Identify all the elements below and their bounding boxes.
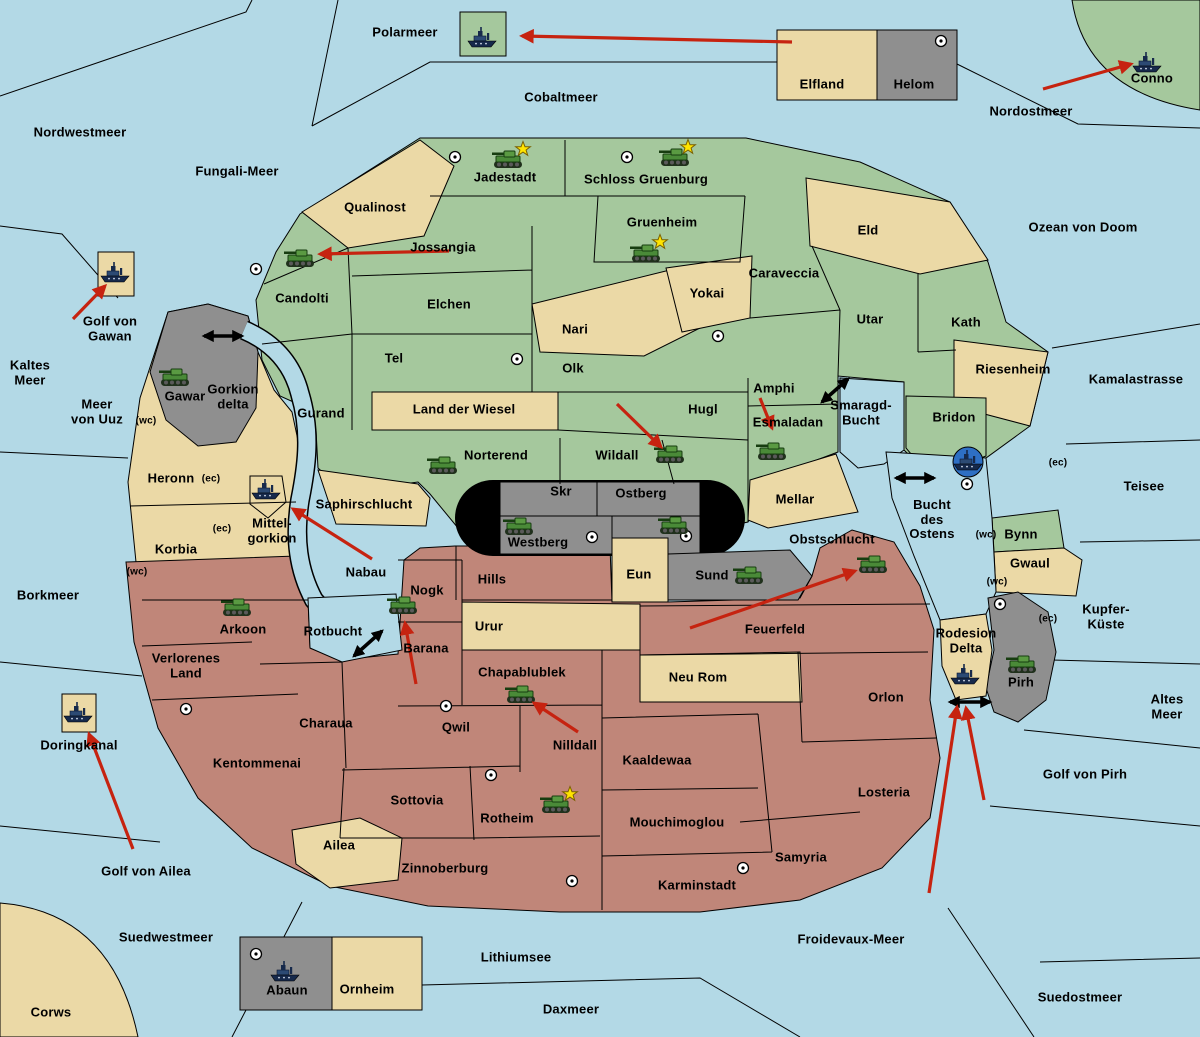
attack-arrow bbox=[317, 246, 450, 262]
smaragd-bucht-water bbox=[839, 377, 905, 469]
territory-marker-dot bbox=[484, 768, 498, 782]
territory-marker-dot bbox=[510, 352, 524, 366]
attack-arrow bbox=[1042, 60, 1134, 91]
region-south-red[interactable] bbox=[125, 529, 941, 913]
strait-link-arrow bbox=[352, 629, 384, 658]
territory-neu-rom[interactable] bbox=[639, 651, 803, 703]
attack-arrow bbox=[71, 283, 108, 321]
attack-arrow bbox=[531, 701, 579, 734]
attack-arrows-layer bbox=[71, 28, 1134, 894]
territory-corws[interactable] bbox=[0, 902, 139, 1037]
territory-yokai[interactable] bbox=[665, 255, 753, 333]
territory-rodesion-delta[interactable] bbox=[939, 613, 993, 701]
territory-marker-dot bbox=[993, 597, 1007, 611]
territory-land-der-wiesel[interactable] bbox=[371, 391, 559, 431]
territory-nari[interactable] bbox=[531, 267, 701, 357]
attack-arrow bbox=[689, 567, 858, 630]
polarmeer-harbor-patch[interactable] bbox=[459, 11, 507, 57]
territory-marker-dot bbox=[439, 699, 453, 713]
territory-marker-dot bbox=[585, 530, 599, 544]
territory-marker-dot bbox=[960, 477, 974, 491]
territory-marker-dot bbox=[249, 262, 263, 276]
attack-arrow bbox=[961, 705, 986, 801]
territory-marker-dot bbox=[711, 329, 725, 343]
territory-urur[interactable] bbox=[461, 601, 641, 651]
attack-arrow bbox=[399, 620, 418, 685]
territory-marker-dot bbox=[448, 150, 462, 164]
strait-link-arrow bbox=[820, 377, 850, 404]
attack-arrow bbox=[927, 704, 963, 894]
territory-marker-dot bbox=[249, 947, 263, 961]
territory-bynn[interactable] bbox=[991, 509, 1065, 553]
territory-marker-dot bbox=[934, 34, 948, 48]
territory-gwaul[interactable] bbox=[993, 547, 1083, 597]
strait-links-layer bbox=[201, 329, 993, 709]
territory-saphirschlucht[interactable] bbox=[317, 469, 431, 527]
attack-arrow bbox=[290, 507, 373, 561]
attack-arrow bbox=[86, 731, 135, 850]
attack-arrow bbox=[519, 28, 793, 44]
territory-conno[interactable] bbox=[1071, 0, 1200, 111]
territory-marker-dot bbox=[565, 874, 579, 888]
territory-ornheim[interactable] bbox=[331, 936, 423, 1011]
territory-marker-dot bbox=[736, 861, 750, 875]
territory-elfland[interactable] bbox=[776, 29, 878, 101]
rotbucht-water bbox=[307, 593, 403, 663]
territory-eld[interactable] bbox=[805, 177, 989, 275]
territory-marker-dot bbox=[620, 150, 634, 164]
territory-eun[interactable] bbox=[611, 537, 669, 603]
territory-ailea[interactable] bbox=[291, 817, 403, 889]
territory-qualinost[interactable] bbox=[301, 139, 455, 249]
attack-arrow bbox=[615, 402, 664, 450]
west-channel-water bbox=[240, 322, 341, 628]
territory-marker-dot bbox=[179, 702, 193, 716]
attack-arrow bbox=[758, 397, 775, 431]
